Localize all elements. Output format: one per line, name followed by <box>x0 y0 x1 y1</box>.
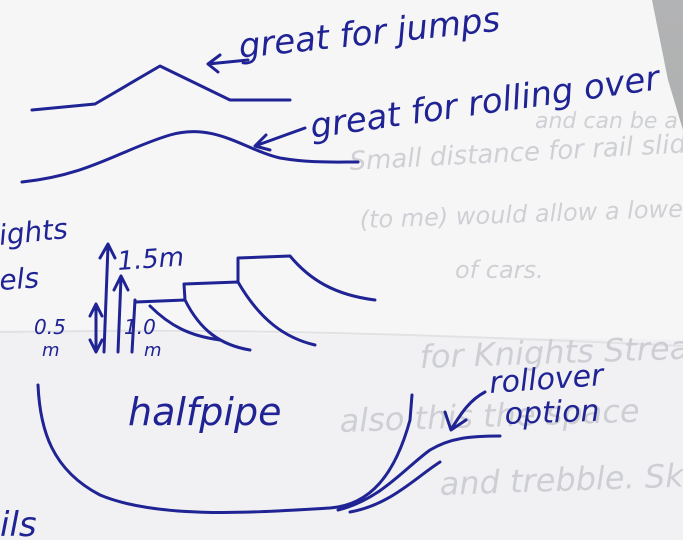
rollover-arrow <box>443 390 487 432</box>
rollover-sketch <box>336 434 502 514</box>
roller-arrow <box>253 126 307 152</box>
option-label: option <box>504 394 600 432</box>
roller-sketch <box>20 130 360 184</box>
height-large-label: 1.5m <box>116 242 185 277</box>
svg-text:of cars.: of cars. <box>455 256 544 284</box>
rollover-label: rollover <box>488 358 606 401</box>
paper-crease <box>0 329 683 347</box>
jump-sketch <box>30 64 292 112</box>
jump-arrow <box>206 53 250 74</box>
levels-partial: els <box>0 261 40 297</box>
height-mid-unit: m <box>144 340 162 361</box>
levels-sketch <box>88 242 377 354</box>
half-pipe-label: halfpipe <box>128 390 281 434</box>
height-small-unit: m <box>42 340 60 361</box>
heights-partial: ights <box>0 212 69 252</box>
bottom-partial: ils <box>0 505 37 540</box>
half-pipe-sketch <box>36 383 414 514</box>
height-mid-label: 1.0 <box>124 315 156 339</box>
height-small-label: 0.5 <box>34 315 66 339</box>
svg-text:and can be a pipe Small: and can be a pipe Small <box>535 109 683 134</box>
paper-shadow <box>0 330 683 540</box>
svg-text:for Knights Stream: for Knights Stream <box>419 328 683 376</box>
